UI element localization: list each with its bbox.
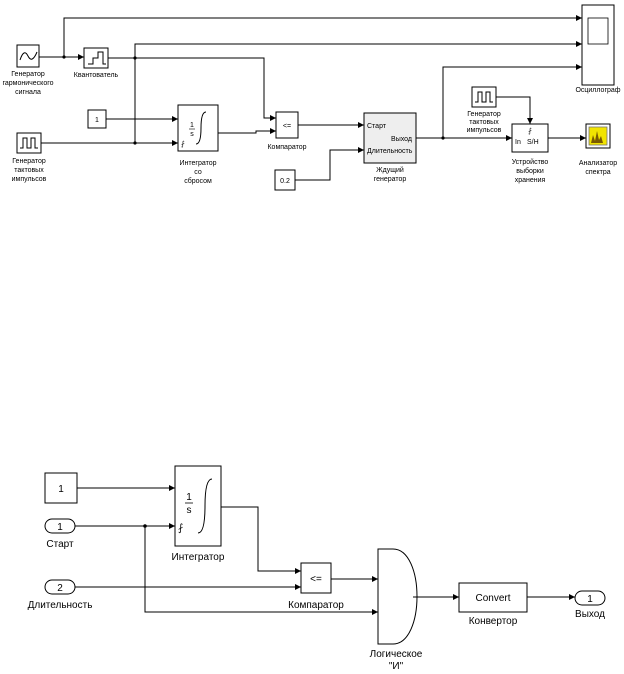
oscilloscope-block[interactable] <box>581 4 615 86</box>
bottom-integrator-block[interactable]: 1 s ⨏ <box>174 465 222 547</box>
sample-hold-text: S/H <box>527 139 539 146</box>
staircase-icon <box>88 51 106 65</box>
inport-start-number: 1 <box>57 522 63 533</box>
integrator-label-line3: сбросом <box>184 177 212 185</box>
comparator-block[interactable]: <= <box>275 111 299 139</box>
integral-sign-icon <box>195 111 207 145</box>
bottom-wires <box>75 485 575 615</box>
inport-start[interactable]: 1 <box>44 518 76 534</box>
sine-wave-icon <box>19 51 38 61</box>
logic-and-label-line2: "И" <box>389 661 404 672</box>
inport-duration-number: 2 <box>57 583 63 594</box>
pulse-generator-label-line1: Генератор <box>12 158 46 165</box>
waiting-gen-port-out: Выход <box>391 136 412 143</box>
top-wires <box>39 15 586 181</box>
sample-hold-label-line2: выборки <box>516 167 544 175</box>
oscilloscope-label: Осциллограф <box>575 87 620 94</box>
integrator-numerator: 1 <box>190 122 194 129</box>
pulse-generator-block[interactable] <box>16 132 42 154</box>
pulse-gen2-label-line3: импульсов <box>467 127 502 134</box>
reset-trigger-icon: ⨏ <box>181 140 185 148</box>
waiting-generator-block[interactable]: Старт Выход Длительность <box>363 112 417 164</box>
pulse-wave-icon-2 <box>475 91 493 103</box>
waiting-gen-port-start: Старт <box>367 123 387 130</box>
bottom-constant-one-block[interactable]: 1 <box>44 472 78 504</box>
outport-label: Выход <box>575 609 605 620</box>
pulse-generator2-block[interactable] <box>471 86 497 108</box>
sample-hold-label-line3: хранения <box>515 177 546 184</box>
waiting-gen-port-duration: Длительность <box>367 148 413 155</box>
pulse-generator-label-line2: тактовых <box>14 167 44 174</box>
sample-hold-label-line1: Устройство <box>512 158 549 166</box>
quantizer-block[interactable] <box>83 47 109 69</box>
constant-02-block[interactable]: 0.2 <box>274 169 296 191</box>
pulse-generator-label-line3: импульсов <box>12 176 47 183</box>
spectrum-peaks-icon <box>591 131 603 143</box>
converter-label: Конвертор <box>469 616 518 627</box>
constant-02-value: 0.2 <box>280 178 290 185</box>
outport-number: 1 <box>587 594 593 605</box>
outport-output[interactable]: 1 <box>574 590 606 606</box>
sine-generator-label-line2: гармонического <box>2 80 53 87</box>
integrator-label-line2: со <box>194 169 202 176</box>
inport-start-label: Старт <box>46 539 74 550</box>
pulse-wave-icon <box>20 137 38 149</box>
waiting-gen-label-line1: Ждущий <box>376 166 404 174</box>
sine-generator-block[interactable] <box>16 44 40 68</box>
constant-one-block[interactable]: 1 <box>87 109 107 129</box>
sample-hold-in: In <box>515 139 521 146</box>
bottom-comparator-block[interactable]: <= <box>300 562 332 594</box>
integrator-denominator: s <box>190 131 194 138</box>
bottom-comparator-label: Компаратор <box>288 600 344 611</box>
inport-duration[interactable]: 2 <box>44 579 76 595</box>
sine-generator-label-line3: сигнала <box>15 89 41 96</box>
bottom-constant-one-value: 1 <box>58 484 64 495</box>
comparator-label: Компаратор <box>267 144 306 151</box>
inport-duration-label: Длительность <box>28 600 93 611</box>
bottom-integrator-denominator: s <box>187 505 192 516</box>
converter-block[interactable]: Convert <box>458 582 528 613</box>
spectrum-label-line1: Анализатор <box>579 160 617 167</box>
bottom-reset-trigger-icon: ⨏ <box>178 523 183 534</box>
spectrum-analyzer-block[interactable] <box>585 123 611 149</box>
bottom-comparator-operator: <= <box>310 574 322 585</box>
integrator-label-line1: Интегратор <box>179 160 216 167</box>
spectrum-label-line2: спектра <box>585 169 610 176</box>
bottom-integrator-label: Интегратор <box>172 552 225 563</box>
pulse-gen2-label-line1: Генератор <box>467 111 501 118</box>
logic-and-label-line1: Логическое <box>370 649 423 660</box>
bottom-integral-sign-icon <box>197 478 213 534</box>
scope-screen-icon <box>587 17 609 45</box>
converter-text: Convert <box>475 593 510 604</box>
sine-generator-label-line1: Генератор <box>11 71 45 78</box>
sample-hold-block[interactable]: ⨏ In S/H <box>511 123 549 153</box>
quantizer-label: Квантователь <box>74 72 119 79</box>
sample-hold-trigger-icon: ⨏ <box>528 127 532 135</box>
comparator-operator: <= <box>283 123 291 130</box>
constant-one-value: 1 <box>95 117 99 124</box>
bottom-integrator-numerator: 1 <box>186 492 192 503</box>
reset-integrator-block[interactable]: 1 s ⨏ <box>177 104 219 152</box>
waiting-gen-label-line2: генератор <box>374 176 407 183</box>
logic-and-block[interactable] <box>377 548 418 645</box>
pulse-gen2-label-line2: тактовых <box>469 119 499 126</box>
